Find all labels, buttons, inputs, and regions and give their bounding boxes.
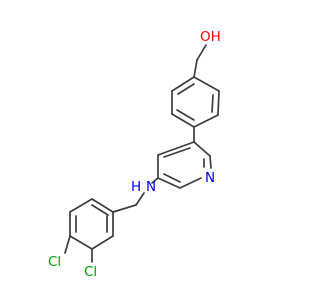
bond-py-c bbox=[179, 177, 202, 189]
bond-ring1-d bbox=[171, 113, 195, 128]
bond-ch2-ring2 bbox=[112, 204, 137, 213]
bond-ch2-oh bbox=[196, 44, 207, 61]
bond-ring1-c bbox=[193, 114, 219, 128]
bond-nh-ch2 bbox=[135, 192, 145, 206]
chlorine-4-label: Cl bbox=[48, 254, 61, 270]
hydroxyl-label: OH bbox=[200, 29, 221, 45]
bond-py-b bbox=[209, 155, 212, 169]
bond-ring1-double-1 bbox=[211, 94, 214, 113]
bond-py-nh bbox=[151, 177, 159, 184]
bond-py-f bbox=[157, 141, 195, 156]
bond-ring1-a bbox=[193, 76, 220, 92]
bond-py-d bbox=[157, 177, 181, 189]
bond-ring1-f bbox=[171, 76, 195, 92]
bond-ring1-double-3 bbox=[176, 109, 195, 121]
ring-nitrogen-label: N bbox=[205, 170, 215, 186]
bond-py-double-2 bbox=[163, 173, 181, 183]
bonds bbox=[64, 44, 220, 263]
canvas-background bbox=[0, 0, 300, 300]
amine-nitrogen-label: N bbox=[146, 179, 156, 195]
molecule-structure: OH N N H Cl Cl bbox=[0, 0, 300, 300]
bond-ring-ch2 bbox=[193, 59, 198, 78]
bond-ring1-b bbox=[217, 90, 220, 116]
chlorine-3-label: Cl bbox=[84, 264, 97, 280]
atom-labels: OH N N H Cl Cl bbox=[48, 29, 221, 280]
bond-ring2-f bbox=[91, 198, 114, 213]
bond-ring2-double-3 bbox=[91, 204, 109, 216]
bond-ring1-double-2 bbox=[177, 83, 195, 95]
bond-ring2-b bbox=[91, 235, 114, 250]
bond-py-double-3 bbox=[163, 147, 191, 158]
bond-py-a bbox=[193, 141, 211, 157]
bond-ring2-c bbox=[69, 235, 93, 250]
hydroxyl-text: OH bbox=[200, 29, 221, 45]
amine-hydrogen-label: H bbox=[131, 179, 141, 195]
bond-ring2-cl4 bbox=[64, 235, 71, 254]
bond-ring2-e bbox=[69, 198, 93, 213]
